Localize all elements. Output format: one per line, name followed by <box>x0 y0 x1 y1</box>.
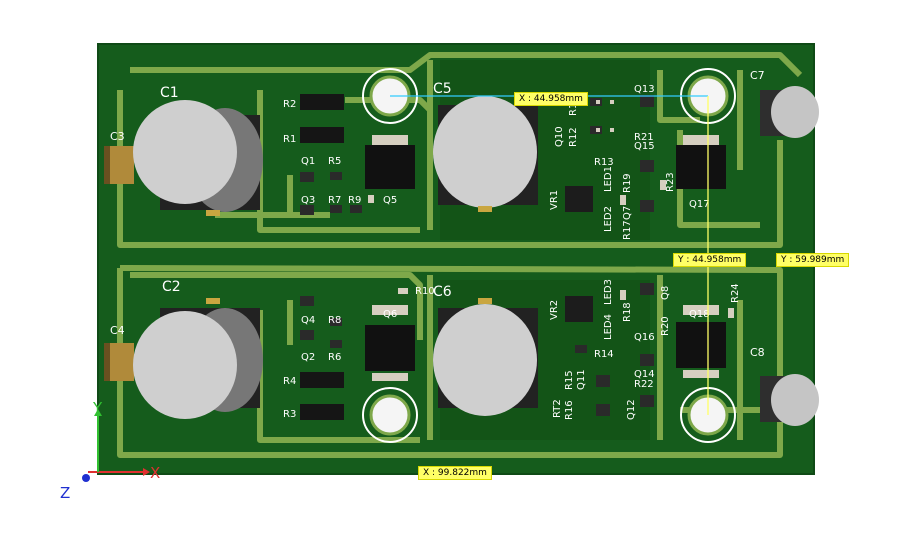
designator-r22: R22 <box>634 379 654 390</box>
designator-c8: C8 <box>750 346 765 359</box>
designator-r1: R1 <box>283 134 296 145</box>
axis-z-label: Z <box>60 484 70 502</box>
capacitor-c1-body <box>133 100 263 216</box>
regulators-dpak <box>365 135 726 381</box>
designator-r20: R20 <box>660 316 671 336</box>
measure-label-y-mid: Y : 44.958mm <box>673 253 747 267</box>
capacitor-c6-body <box>433 298 538 416</box>
designator-q12: Q12 <box>626 399 637 420</box>
designator-led4: LED4 <box>603 314 614 340</box>
designator-r17: R17 <box>622 220 633 240</box>
capacitor-c4-body <box>104 343 134 381</box>
capacitor-c2-body <box>133 298 263 419</box>
axis-x-label: X <box>150 464 160 482</box>
designator-led2: LED2 <box>603 206 614 232</box>
designator-q1: Q1 <box>301 156 315 167</box>
capacitor-c8-body <box>760 374 819 426</box>
axis-y-label: Y <box>92 399 103 417</box>
designator-led3: LED3 <box>603 279 614 305</box>
designator-q16: Q16 <box>634 332 655 343</box>
measure-label-x-bottom: X : 99.822mm <box>418 466 492 480</box>
designator-vr2: VR2 <box>549 300 560 320</box>
designator-q10: Q10 <box>554 126 565 147</box>
designator-vr1: VR1 <box>549 190 560 210</box>
designator-r23: R23 <box>665 172 676 192</box>
designator-c7: C7 <box>750 69 765 82</box>
designator-r21: R21 <box>634 132 654 143</box>
designator-r19: R19 <box>622 173 633 193</box>
designator-r3: R3 <box>283 409 296 420</box>
designator-q17: Q17 <box>689 199 710 210</box>
capacitor-c5-body <box>433 96 538 212</box>
designator-q4: Q4 <box>301 315 315 326</box>
designator-c4: C4 <box>110 324 125 337</box>
designator-c3: C3 <box>110 130 125 143</box>
designator-r6: R6 <box>328 352 341 363</box>
designator-c6: C6 <box>433 284 452 300</box>
designator-r24: R24 <box>730 283 741 303</box>
designator-r7: R7 <box>328 195 341 206</box>
designator-r5: R5 <box>328 156 341 167</box>
designator-q2: Q2 <box>301 352 315 363</box>
designator-q13: Q13 <box>634 84 655 95</box>
designator-c5: C5 <box>433 81 452 97</box>
designator-q18: Q18 <box>689 309 710 320</box>
trimmers <box>565 186 593 322</box>
designator-r10: R10 <box>415 286 435 297</box>
axis-triad: X Y Z <box>60 399 160 502</box>
designator-q14: Q14 <box>634 369 655 380</box>
designator-q3: Q3 <box>301 195 315 206</box>
designator-r12: R12 <box>568 127 579 147</box>
designator-r9: R9 <box>348 195 361 206</box>
designator-c1: C1 <box>160 85 179 101</box>
designator-r8: R8 <box>328 315 341 326</box>
designator-r15: R15 <box>564 370 575 390</box>
measure-label-y-right: Y : 59.989mm <box>776 253 850 267</box>
designator-c2: C2 <box>162 279 181 295</box>
designator-q15: Q15 <box>634 141 655 152</box>
designator-q8: Q8 <box>660 286 671 300</box>
designator-r16: R16 <box>564 400 575 420</box>
designator-r18: R18 <box>622 302 633 322</box>
mounting-hole-3 <box>362 387 418 443</box>
designator-q5: Q5 <box>383 195 397 206</box>
capacitor-c3-body <box>104 146 134 184</box>
measure-label-x-top: X : 44.958mm <box>514 92 588 106</box>
designator-r11: R11 <box>568 96 579 116</box>
designator-r13: R13 <box>594 157 614 168</box>
designator-q11: Q11 <box>576 369 587 390</box>
resistors-power <box>300 94 344 420</box>
smd-parts <box>300 95 734 416</box>
designator-q6: Q6 <box>383 309 397 320</box>
designator-r2: R2 <box>283 99 296 110</box>
capacitor-c7-body <box>760 86 819 138</box>
designator-rt2: RT2 <box>552 399 563 418</box>
designator-led1: LED1 <box>603 166 614 192</box>
designator-r14: R14 <box>594 349 614 360</box>
designator-q7: Q7 <box>622 206 633 220</box>
designator-r4: R4 <box>283 376 296 387</box>
